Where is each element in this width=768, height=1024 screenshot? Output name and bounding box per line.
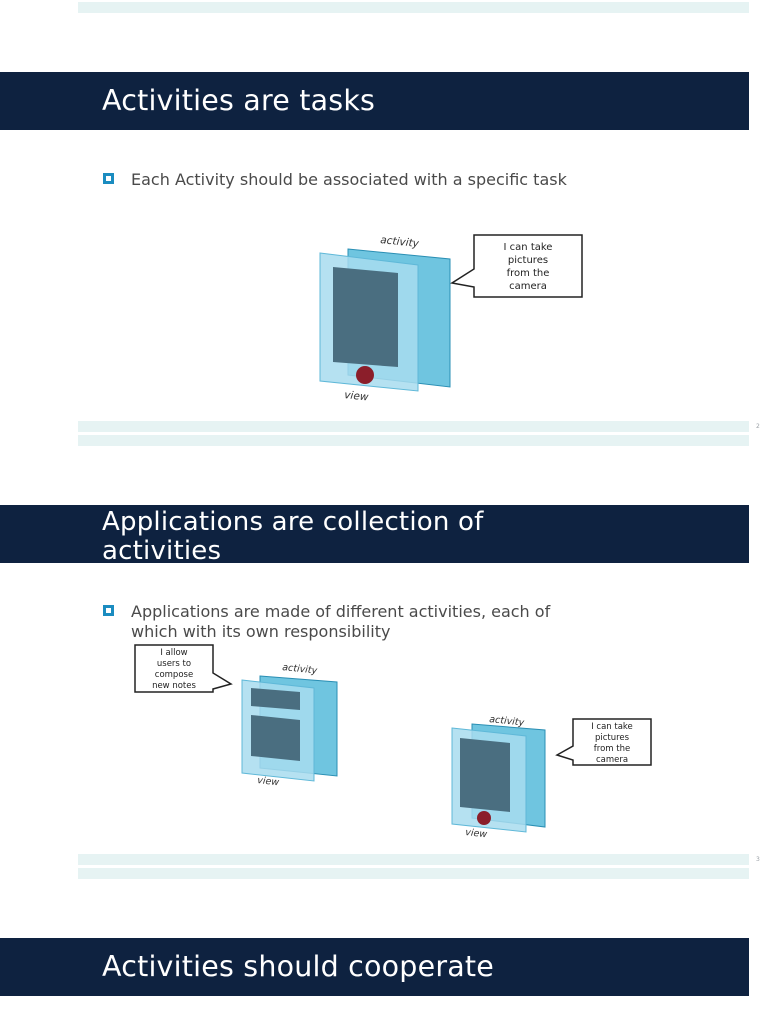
bullet-square-icon	[103, 605, 114, 616]
bubble-line: from the	[507, 268, 550, 279]
footer-bar	[78, 854, 749, 865]
footer-bar	[78, 2, 749, 13]
slide-title: Activities are tasks	[102, 84, 376, 117]
footer-bar	[78, 421, 749, 432]
bubble-line: compose	[155, 670, 193, 680]
screen-header-rect	[251, 688, 300, 710]
slide-title: Activities should cooperate	[102, 950, 495, 983]
bubble-line: camera	[509, 281, 547, 292]
activity-diagram: activity view I can take pictures from t…	[319, 234, 583, 404]
speech-bubble	[555, 718, 652, 766]
slide-title-line: Applications are collection of	[102, 507, 484, 537]
footer-bar	[78, 868, 749, 879]
view-label: view	[257, 775, 280, 788]
camera-button-icon	[477, 811, 491, 825]
bubble-line: I can take	[504, 242, 553, 253]
activity-label: activity	[489, 714, 525, 729]
notes-activity-diagram: I allow users to compose new notes activ…	[134, 644, 338, 788]
camera-button-icon	[356, 366, 374, 384]
activity-label: activity	[380, 234, 421, 250]
view-label: view	[465, 827, 488, 840]
bubble-line: users to	[157, 659, 191, 669]
slide-title-band: Activities are tasks	[0, 72, 749, 130]
bubble-line: from the	[594, 744, 630, 754]
page-number: 2	[756, 423, 760, 430]
slide-title-band: Applications are collection of activitie…	[0, 505, 749, 566]
camera-activity-diagram: activity view I can take pictures from t…	[451, 714, 652, 840]
bullet-text: Applications are made of different activ…	[131, 602, 551, 621]
footer-bar	[78, 435, 749, 446]
screen-body-rect	[251, 715, 300, 761]
page-number: 3	[756, 856, 760, 863]
view-label: view	[344, 389, 370, 404]
bubble-line: I allow	[160, 648, 187, 658]
bubble-line: pictures	[595, 733, 630, 743]
bullet-text: Each Activity should be associated with …	[131, 170, 567, 189]
bubble-line: new notes	[152, 681, 196, 691]
speech-bubble	[449, 234, 583, 298]
slide-title-band: Activities should cooperate	[0, 938, 749, 996]
speech-bubble	[134, 644, 233, 693]
slide-title-line: activities	[102, 536, 222, 566]
screen-rect	[333, 267, 398, 367]
bubble-line: camera	[596, 755, 628, 765]
screen-rect	[460, 738, 510, 812]
bullet-text: which with its own responsibility	[131, 622, 391, 641]
bubble-line: I can take	[591, 722, 633, 732]
bubble-line: pictures	[508, 255, 548, 266]
slide-title: Applications are collection of activitie…	[102, 508, 483, 566]
bullet-square-icon	[103, 173, 114, 184]
activity-label: activity	[282, 662, 318, 677]
